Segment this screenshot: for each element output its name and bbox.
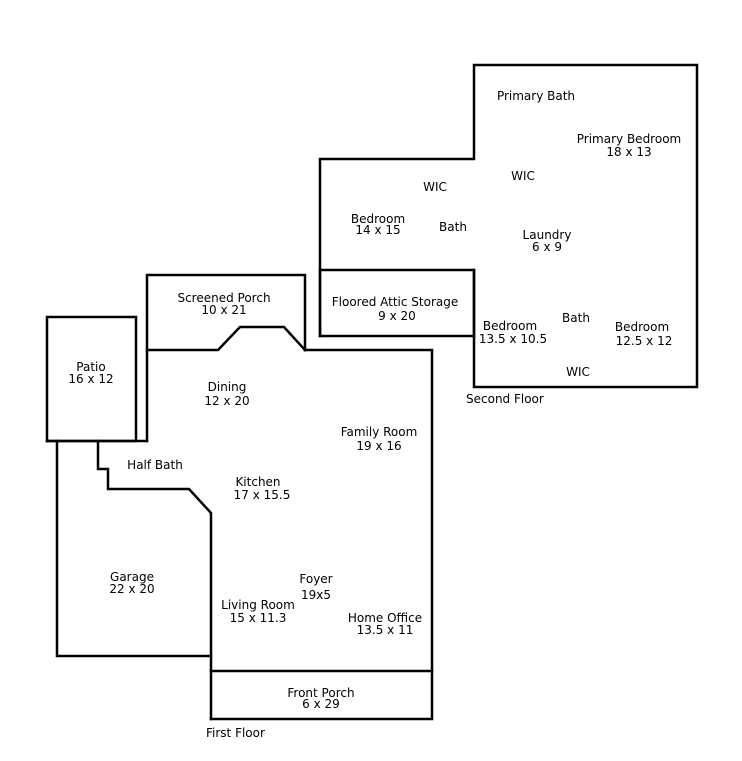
front-porch-outline (209, 669, 434, 721)
kitchen-name: Kitchen (235, 475, 280, 489)
family-room-dim: 19 x 16 (356, 439, 401, 453)
attic-storage-name: Floored Attic Storage (332, 295, 459, 309)
foyer-name: Foyer (299, 572, 332, 586)
family-room-name: Family Room (341, 425, 418, 439)
bedroom-east-name: Bedroom (615, 320, 669, 334)
wic-upper-right-name: WIC (511, 169, 535, 183)
garage-dim: 22 x 20 (109, 582, 154, 596)
garage-name: Garage (110, 570, 154, 584)
bedroom-center-dim: 13.5 x 10.5 (479, 332, 547, 346)
bedroom-west-dim: 14 x 15 (355, 223, 400, 237)
half-bath-name: Half Bath (127, 458, 183, 472)
attic-storage-dim: 9 x 20 (378, 309, 416, 323)
second-floor-outline (318, 63, 699, 389)
patio-dim: 16 x 12 (68, 372, 113, 386)
garage-outline (55, 439, 213, 658)
primary-bedroom-dim: 18 x 13 (606, 145, 651, 159)
main-house-east-wall (303, 348, 434, 673)
second-floor-caption: Second Floor (466, 392, 544, 406)
first-floor-walls (45, 273, 434, 721)
living-room-dim: 15 x 11.3 (230, 611, 287, 625)
primary-bedroom-name: Primary Bedroom (577, 132, 681, 146)
laundry-name: Laundry (523, 228, 572, 242)
second-floor-labels: Primary Bath Primary Bedroom 18 x 13 WIC… (332, 89, 681, 406)
bath-east-name: Bath (562, 311, 590, 325)
attic-storage-outline (318, 268, 476, 338)
bedroom-west-name: Bedroom (351, 212, 405, 226)
first-floor-labels: Patio 16 x 12 Screened Porch 10 x 21 Din… (68, 291, 422, 740)
front-porch-name: Front Porch (287, 686, 354, 700)
first-floor-caption: First Floor (206, 726, 265, 740)
laundry-dim: 6 x 9 (532, 240, 562, 254)
kitchen-dim: 17 x 15.5 (234, 488, 291, 502)
wic-lower-name: WIC (566, 365, 590, 379)
screened-porch-outline (145, 273, 307, 443)
wic-upper-left-name: WIC (423, 180, 447, 194)
screened-porch-dim: 10 x 21 (201, 303, 246, 317)
home-office-name: Home Office (348, 611, 422, 625)
bath-west-name: Bath (439, 220, 467, 234)
dining-name: Dining (208, 380, 247, 394)
screened-porch-name: Screened Porch (177, 291, 270, 305)
front-porch-dim: 6 x 29 (302, 697, 340, 711)
dining-dim: 12 x 20 (204, 394, 249, 408)
foyer-dim: 19x5 (301, 588, 331, 602)
half-bath-garage-wall (96, 439, 213, 721)
living-room-name: Living Room (221, 598, 295, 612)
patio-name: Patio (76, 360, 105, 374)
second-floor-walls (318, 63, 699, 389)
screened-porch-bay-wall (145, 325, 307, 352)
home-office-dim: 13.5 x 11 (357, 623, 414, 637)
bedroom-east-dim: 12.5 x 12 (616, 334, 673, 348)
primary-bath-name: Primary Bath (497, 89, 575, 103)
bedroom-center-name: Bedroom (483, 319, 537, 333)
